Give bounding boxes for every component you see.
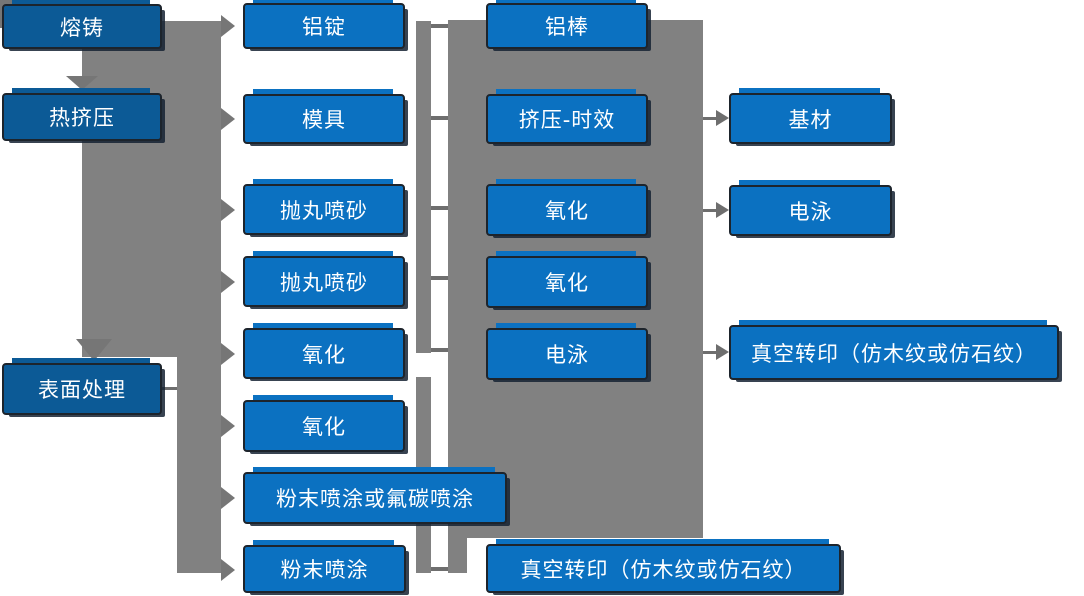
box-oxidation-1: 氧化 xyxy=(243,323,405,379)
connector-stub-oxidation-electrophoresis xyxy=(431,348,448,352)
box-surface-treatment: 表面处理 xyxy=(2,358,162,415)
flow-block-center-foot xyxy=(448,538,467,573)
down-arrow-to-surface-treatment-head xyxy=(76,339,112,361)
collector-bar-upper xyxy=(416,21,431,353)
arrowhead-to-powder-or-fluorocarbon xyxy=(221,487,235,509)
box-aluminum-rod: 铝棒 xyxy=(486,0,648,49)
arrowhead-to-oxidation-1 xyxy=(221,343,235,365)
box-vacuum-transfer-1: 真空转印（仿木纹或仿石纹） xyxy=(486,539,841,593)
down-arrow-melt-to-hot-extrusion-head xyxy=(66,76,98,90)
arrowhead-to-shot-blasting-2 xyxy=(221,271,235,293)
arrowhead-to-mold xyxy=(221,108,235,130)
box-shot-blasting-1: 抛丸喷砂 xyxy=(243,179,405,235)
box-hot-extrusion: 热挤压 xyxy=(2,88,162,141)
connector-stub-mold-extrusion xyxy=(431,116,448,120)
connector-stub-blasting2-oxidation2 xyxy=(431,276,448,280)
flow-band-left-lower xyxy=(177,357,221,573)
box-base-material: 基材 xyxy=(729,88,892,144)
connector-stub-ingot-rod xyxy=(431,24,448,28)
arrow-to-electrophoresis-stem xyxy=(703,209,716,212)
arrowhead-to-oxidation-2 xyxy=(221,415,235,437)
arrow-to-base-material-stem xyxy=(703,117,716,120)
box-powder-coating: 粉末喷涂 xyxy=(243,540,406,593)
box-mold: 模具 xyxy=(243,89,405,144)
arrowhead-to-powder-coating xyxy=(221,559,235,581)
box-electrophoresis-1: 电泳 xyxy=(486,323,648,380)
box-electrophoresis-2: 电泳 xyxy=(729,180,892,236)
box-aluminum-ingot: 铝锭 xyxy=(243,0,405,49)
box-oxidation-4: 氧化 xyxy=(486,251,648,308)
arrowhead-to-aluminum-ingot xyxy=(221,15,235,37)
flow-band-left xyxy=(82,21,221,357)
box-powder-or-fluorocarbon-coating: 粉末喷涂或氟碳喷涂 xyxy=(243,467,507,524)
box-oxidation-3: 氧化 xyxy=(486,179,648,236)
connector-stub-powder-vacuum-transfer xyxy=(431,567,448,571)
connector-stub-surface-treatment xyxy=(162,387,177,390)
arrowhead-to-shot-blasting-1 xyxy=(221,199,235,221)
arrow-to-base-material-head xyxy=(716,110,729,126)
box-melt-casting: 熔铸 xyxy=(2,0,162,49)
box-shot-blasting-2: 抛丸喷砂 xyxy=(243,251,405,307)
box-oxidation-2: 氧化 xyxy=(243,395,405,452)
arrow-to-vacuum-transfer-stem xyxy=(703,351,716,354)
connector-stub-blasting-oxidation xyxy=(431,206,448,210)
arrow-to-electrophoresis-head xyxy=(716,202,729,218)
box-vacuum-transfer-2: 真空转印（仿木纹或仿石纹） xyxy=(729,320,1059,380)
arrow-to-vacuum-transfer-head xyxy=(716,344,729,360)
box-extrusion-aging: 挤压-时效 xyxy=(486,89,648,144)
